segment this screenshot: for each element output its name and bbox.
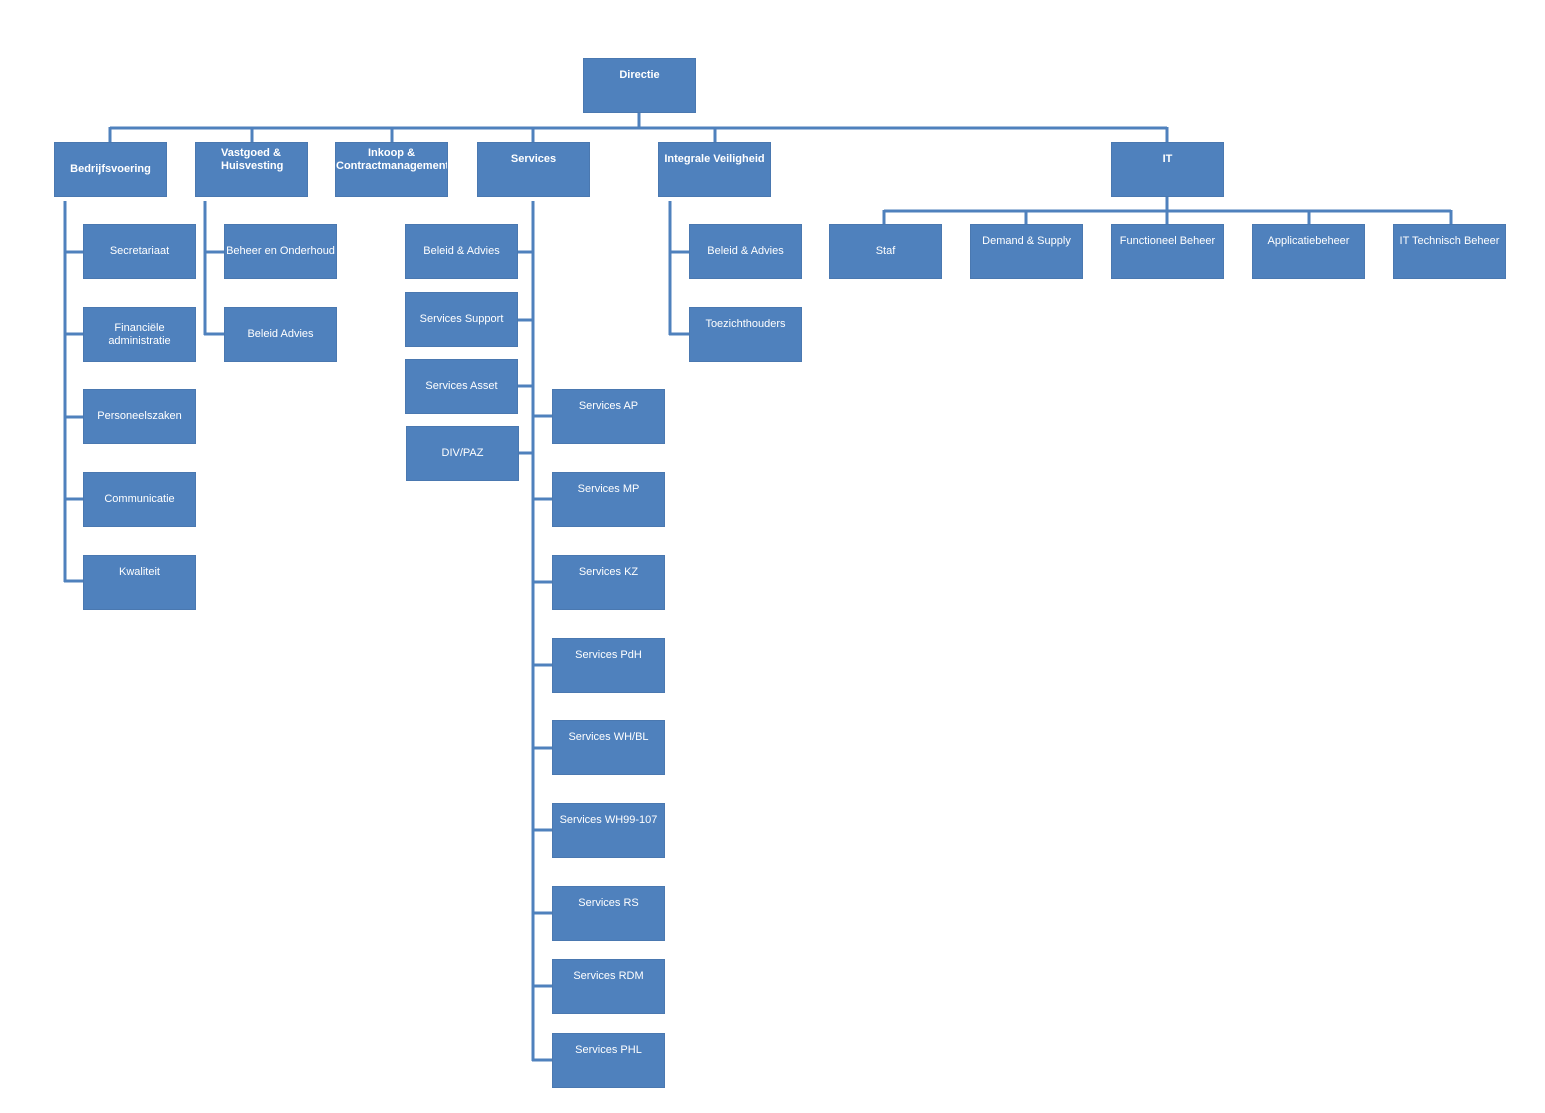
node-functioneel-beheer[interactable]: Functioneel Beheer: [1111, 224, 1224, 279]
node-kwaliteit[interactable]: Kwaliteit: [83, 555, 196, 610]
node-label: Services PHL: [575, 1044, 642, 1056]
node-services-ap[interactable]: Services AP: [552, 389, 665, 444]
node-services-mp[interactable]: Services MP: [552, 472, 665, 527]
node-inkoop-contractmanagement[interactable]: Inkoop & Contractmanagement: [335, 142, 448, 197]
node-div-paz[interactable]: DIV/PAZ: [406, 426, 519, 481]
node-label: IT Technisch Beheer: [1399, 235, 1500, 247]
node-it[interactable]: IT: [1111, 142, 1224, 197]
node-label: IT: [1162, 153, 1173, 165]
node-label: Services Support: [419, 313, 504, 325]
node-label: DIV/PAZ: [441, 447, 484, 459]
node-label: Services MP: [577, 483, 640, 495]
node-label: Demand & Supply: [982, 235, 1071, 247]
node-veiligheid-beleid-advies[interactable]: Beleid & Advies: [689, 224, 802, 279]
node-label: Services WH99-107: [559, 814, 658, 826]
node-label: Services RDM: [573, 970, 644, 982]
node-applicatiebeheer[interactable]: Applicatiebeheer: [1252, 224, 1365, 279]
node-financiele-administratie[interactable]: Financiële administratie: [83, 307, 196, 362]
node-vastgoed-huisvesting[interactable]: Vastgoed & Huisvesting: [195, 142, 308, 197]
node-services-beleid-advies[interactable]: Beleid & Advies: [405, 224, 518, 279]
node-beheer-en-onderhoud[interactable]: Beheer en Onderhoud: [224, 224, 337, 279]
node-services[interactable]: Services: [477, 142, 590, 197]
node-services-pdh[interactable]: Services PdH: [552, 638, 665, 693]
node-label: Integrale Veiligheid: [664, 153, 765, 165]
node-label: Secretariaat: [109, 245, 170, 257]
node-services-rs[interactable]: Services RS: [552, 886, 665, 941]
node-label: Beleid & Advies: [707, 245, 784, 257]
node-demand-supply[interactable]: Demand & Supply: [970, 224, 1083, 279]
node-services-wh-bl[interactable]: Services WH/BL: [552, 720, 665, 775]
node-services-support[interactable]: Services Support: [405, 292, 518, 347]
node-it-technisch-beheer[interactable]: IT Technisch Beheer: [1393, 224, 1506, 279]
node-services-asset[interactable]: Services Asset: [405, 359, 518, 414]
node-label: Services WH/BL: [568, 731, 649, 743]
node-personeelszaken[interactable]: Personeelszaken: [83, 389, 196, 444]
node-label: Vastgoed & Huisvesting: [221, 147, 284, 172]
node-label: Services: [510, 153, 557, 165]
node-label: Kwaliteit: [119, 566, 160, 578]
node-label: Services RS: [578, 897, 639, 909]
node-label: Beleid & Advies: [423, 245, 500, 257]
node-services-phl[interactable]: Services PHL: [552, 1033, 665, 1088]
node-services-rdm[interactable]: Services RDM: [552, 959, 665, 1014]
node-integrale-veiligheid[interactable]: Integrale Veiligheid: [658, 142, 771, 197]
node-label: Services KZ: [578, 566, 639, 578]
node-staf[interactable]: Staf: [829, 224, 942, 279]
node-services-wh99-107[interactable]: Services WH99-107: [552, 803, 665, 858]
node-label: Bedrijfsvoering: [70, 163, 151, 175]
node-secretariaat[interactable]: Secretariaat: [83, 224, 196, 279]
node-label: Personeelszaken: [97, 410, 182, 422]
node-toezichthouders[interactable]: Toezichthouders: [689, 307, 802, 362]
node-services-kz[interactable]: Services KZ: [552, 555, 665, 610]
node-label: Services Asset: [425, 380, 498, 392]
node-label: Beleid Advies: [247, 328, 314, 340]
node-label: Staf: [875, 245, 896, 257]
node-beleid-advies[interactable]: Beleid Advies: [224, 307, 337, 362]
node-label: Services AP: [578, 400, 639, 412]
node-communicatie[interactable]: Communicatie: [83, 472, 196, 527]
node-label: Directie: [619, 69, 660, 81]
node-label: Functioneel Beheer: [1119, 235, 1216, 247]
node-bedrijfsvoering[interactable]: Bedrijfsvoering: [54, 142, 167, 197]
node-label: Financiële administratie: [108, 321, 171, 347]
node-label: Toezichthouders: [705, 318, 786, 330]
node-label: Applicatiebeheer: [1267, 235, 1350, 247]
node-label: Beheer en Onderhoud: [226, 245, 335, 257]
node-label: Inkoop & Contractmanagement: [336, 147, 448, 172]
node-label: Communicatie: [104, 493, 175, 505]
node-label: Services PdH: [575, 649, 642, 661]
node-directie[interactable]: Directie: [583, 58, 696, 113]
